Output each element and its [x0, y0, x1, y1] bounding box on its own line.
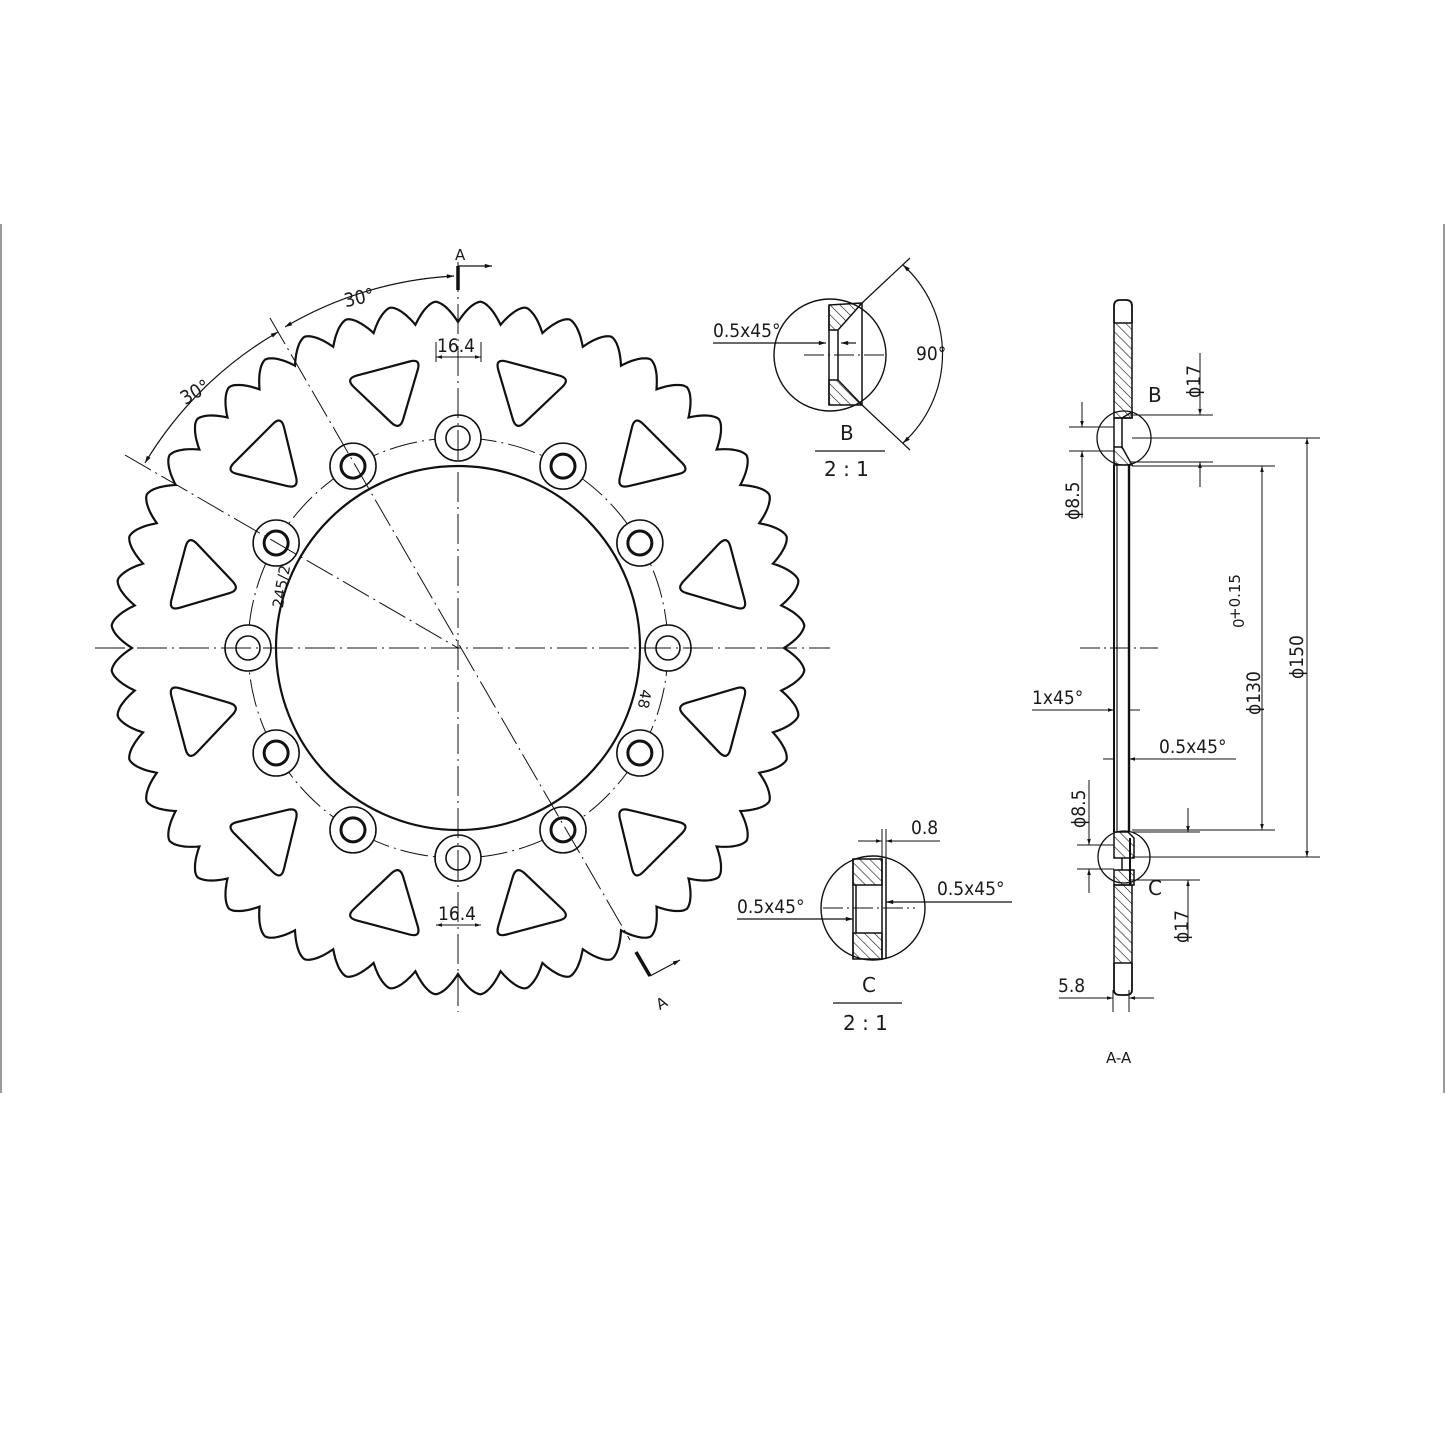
- bolt-hole: [616, 729, 664, 777]
- detail-b-view: 90° 0.5x45° B 2 : 1: [713, 257, 946, 481]
- sprocket-front-view: A A 30° 30° 16.4 16.4 245/2 48: [95, 246, 830, 1014]
- lightening-window: [679, 686, 747, 757]
- section-label-a-top: A: [455, 246, 466, 264]
- bolt-hole: [329, 806, 377, 854]
- angle-dimension-arc-lower: [144, 331, 279, 464]
- section-detail-b-mark: B: [1148, 383, 1162, 407]
- section-dia85-top: ϕ8.5: [1062, 482, 1084, 520]
- lightening-window: [349, 359, 420, 427]
- section-dia17-bottom: ϕ17: [1171, 910, 1193, 943]
- tooth-count-label: 48: [634, 688, 655, 710]
- detail-c-chamfer-right: 0.5x45°: [937, 878, 1005, 900]
- detail-b-angle: 90°: [916, 343, 946, 365]
- width-dimension-top: 16.4: [437, 335, 475, 357]
- lightening-window: [229, 419, 298, 488]
- lightening-window: [618, 808, 687, 877]
- section-detail-c-mark: C: [1148, 876, 1162, 900]
- bolt-hole: [539, 806, 587, 854]
- bolt-hole: [616, 519, 664, 567]
- angle-reference-line: [124, 454, 459, 649]
- lightening-window: [349, 869, 420, 937]
- section-dia130-tol-lower: 0: [1230, 618, 1248, 628]
- section-aa-view: B C ϕ17 ϕ8.5 ϕ130 +0.15 0 ϕ150 1x45°: [1032, 299, 1320, 1067]
- detail-c-name: C: [862, 973, 876, 997]
- bolt-hole: [252, 729, 300, 777]
- angle-label-upper: 30°: [342, 284, 376, 312]
- detail-c-scale: 2 : 1: [843, 1011, 888, 1035]
- detail-c-view: 0.8 0.5x45° 0.5x45° C 2 : 1: [737, 817, 1012, 1035]
- section-mark-bottom: [634, 951, 652, 977]
- section-chamfer-05x45: 0.5x45°: [1159, 736, 1227, 758]
- section-line-a: [269, 317, 631, 941]
- detail-b-scale: 2 : 1: [824, 457, 869, 481]
- detail-b-chamfer: 0.5x45°: [713, 320, 781, 342]
- angle-dimension-arc-upper: [284, 274, 455, 328]
- lightening-windows: [169, 359, 747, 937]
- lightening-window: [618, 419, 687, 488]
- lightening-window: [169, 539, 237, 610]
- section-dia85-bottom: ϕ8.5: [1068, 790, 1090, 828]
- section-chamfer-1x45: 1x45°: [1032, 687, 1083, 709]
- section-thickness: 5.8: [1058, 975, 1085, 997]
- pcd-label: 245/2: [269, 564, 294, 610]
- detail-c-chamfer-left: 0.5x45°: [737, 896, 805, 918]
- width-dimension-bottom: 16.4: [438, 903, 476, 925]
- section-dia17-top: ϕ17: [1183, 365, 1205, 398]
- detail-c-offset: 0.8: [911, 817, 938, 839]
- lightening-window: [169, 686, 237, 757]
- detail-b-name: B: [840, 421, 854, 445]
- bolt-holes: [224, 414, 692, 882]
- section-dia130: ϕ130: [1243, 671, 1265, 715]
- bolt-hole: [329, 442, 377, 490]
- lightening-window: [496, 869, 567, 937]
- frame-right-border: [1443, 224, 1445, 1093]
- bolt-hole: [539, 442, 587, 490]
- section-label-a-bottom: A: [653, 993, 672, 1014]
- section-title: A-A: [1106, 1049, 1132, 1067]
- angle-label-lower: 30°: [177, 375, 214, 409]
- lightening-window: [679, 539, 747, 610]
- sprocket-tooth-profile: [110, 300, 806, 996]
- lightening-window: [229, 808, 298, 877]
- section-dia150: ϕ150: [1286, 635, 1308, 679]
- section-dia130-tol-upper: +0.15: [1226, 574, 1244, 620]
- lightening-window: [496, 359, 567, 427]
- frame-left-border: [0, 224, 2, 1093]
